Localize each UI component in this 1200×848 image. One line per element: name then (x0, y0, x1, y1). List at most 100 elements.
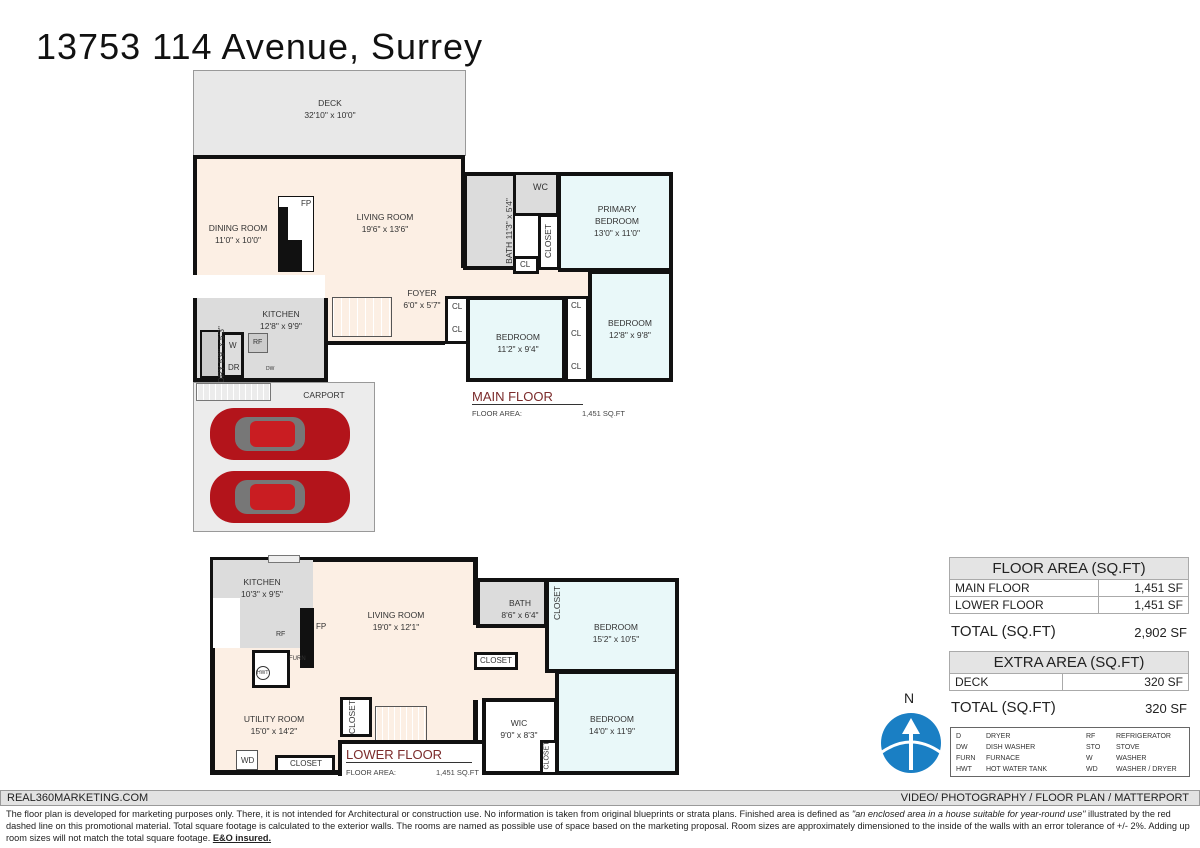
bath-cl (513, 256, 539, 274)
extra-area-header: EXTRA AREA (SQ.FT) (949, 651, 1189, 674)
floor-area-total: TOTAL (SQ.FT)2,902 SF (951, 623, 1187, 640)
utility-closet-2 (275, 755, 335, 773)
lower-bedroom-2 (555, 670, 679, 775)
row-value: 320 SF (1061, 673, 1190, 691)
lower-door (268, 555, 300, 563)
washer-dryer (236, 750, 258, 770)
lower-fp-label: FP (316, 622, 327, 631)
row-name: MAIN FLOOR (948, 579, 1100, 597)
laundry-area (200, 330, 220, 378)
fp-label: FP (301, 199, 312, 208)
cl-label: CL (452, 302, 463, 311)
utility-closet (340, 697, 372, 737)
car-icon (210, 408, 350, 460)
row-value: 1,451 SF (1098, 596, 1189, 614)
closet-label: CLOSET (543, 223, 554, 259)
refrigerator (248, 333, 268, 353)
lower-floor-area: FLOOR AREA:1,451 SQ.FT (346, 768, 479, 777)
hwt-icon (256, 666, 270, 680)
lower-closet (474, 652, 518, 670)
wic-closet (540, 740, 558, 775)
dryer-label: DR (228, 363, 240, 372)
lower-fireplace (300, 608, 314, 668)
lower-label-area (338, 740, 482, 776)
lower-rf-label: RF (276, 631, 286, 638)
row-value: 1,451 SF (1098, 579, 1189, 597)
washer-dryer (222, 332, 244, 378)
carport-stairs (196, 383, 271, 401)
closet-label: CLOSET (480, 656, 513, 665)
fireplace-block (288, 240, 302, 272)
compass-icon (881, 713, 941, 773)
counter (213, 598, 240, 648)
furnace-label: FURN (289, 656, 306, 662)
closet-label: CLOSET (543, 741, 551, 770)
dishwasher-label: DW (266, 366, 275, 372)
cars (210, 408, 350, 523)
row-name: LOWER FLOOR (948, 596, 1100, 614)
closet-label: CLOSET (552, 585, 563, 621)
wc-label: WC (533, 182, 548, 192)
floor-area-header: FLOOR AREA (SQ.FT) (949, 557, 1189, 580)
closet-label: CLOSET (347, 699, 358, 735)
lower-kitchen (213, 560, 313, 598)
refrigerator-label: RF (253, 339, 263, 346)
hwt-label: HWT (257, 670, 269, 676)
cl-label: CL (571, 301, 582, 310)
wd-label: WD (241, 756, 255, 765)
page-title: 13753 114 Avenue, Surrey (36, 26, 483, 67)
bedroom-2 (588, 270, 673, 382)
washer-label: W (229, 341, 237, 350)
bath (463, 172, 515, 270)
bedroom-1 (466, 296, 566, 382)
laundry-label: LDRY 5'9" x 5'3" (215, 326, 226, 388)
cl-label: CL (571, 329, 582, 338)
cl-label: CL (571, 362, 582, 371)
cl-label: CL (520, 260, 531, 269)
cl-label: CL (452, 325, 463, 334)
compass-north-label: N (904, 690, 915, 706)
dining-living-area (193, 155, 465, 275)
closets-right (565, 296, 589, 382)
deck (193, 70, 466, 156)
lower-stairs (375, 706, 427, 742)
closet-label: CLOSET (290, 759, 323, 768)
website-link[interactable]: REAL360MARKETING.COM (7, 792, 149, 804)
extra-area-total: TOTAL (SQ.FT)320 SF (951, 699, 1187, 716)
disclaimer: The floor plan is developed for marketin… (6, 809, 1190, 843)
lower-floor-label: LOWER FLOOR (346, 747, 473, 763)
main-floor-area: FLOOR AREA:1,451 SQ.FT (472, 409, 625, 418)
carport-label: CARPORT (303, 390, 345, 400)
closets-left (445, 296, 469, 344)
wc (513, 172, 559, 216)
main-stairs (332, 297, 392, 337)
lower-bedroom-1 (545, 578, 679, 673)
lower-bath (476, 578, 548, 628)
row-name: DECK (949, 673, 1063, 691)
fireplace-hearth (278, 207, 288, 272)
footer-bar: REAL360MARKETING.COM VIDEO/ PHOTOGRAPHY … (0, 790, 1200, 806)
services-text: VIDEO/ PHOTOGRAPHY / FLOOR PLAN / MATTER… (900, 792, 1189, 804)
main-floor-label: MAIN FLOOR (472, 389, 583, 405)
bath-label: BATH 11'3" x 5'4" (503, 198, 514, 264)
